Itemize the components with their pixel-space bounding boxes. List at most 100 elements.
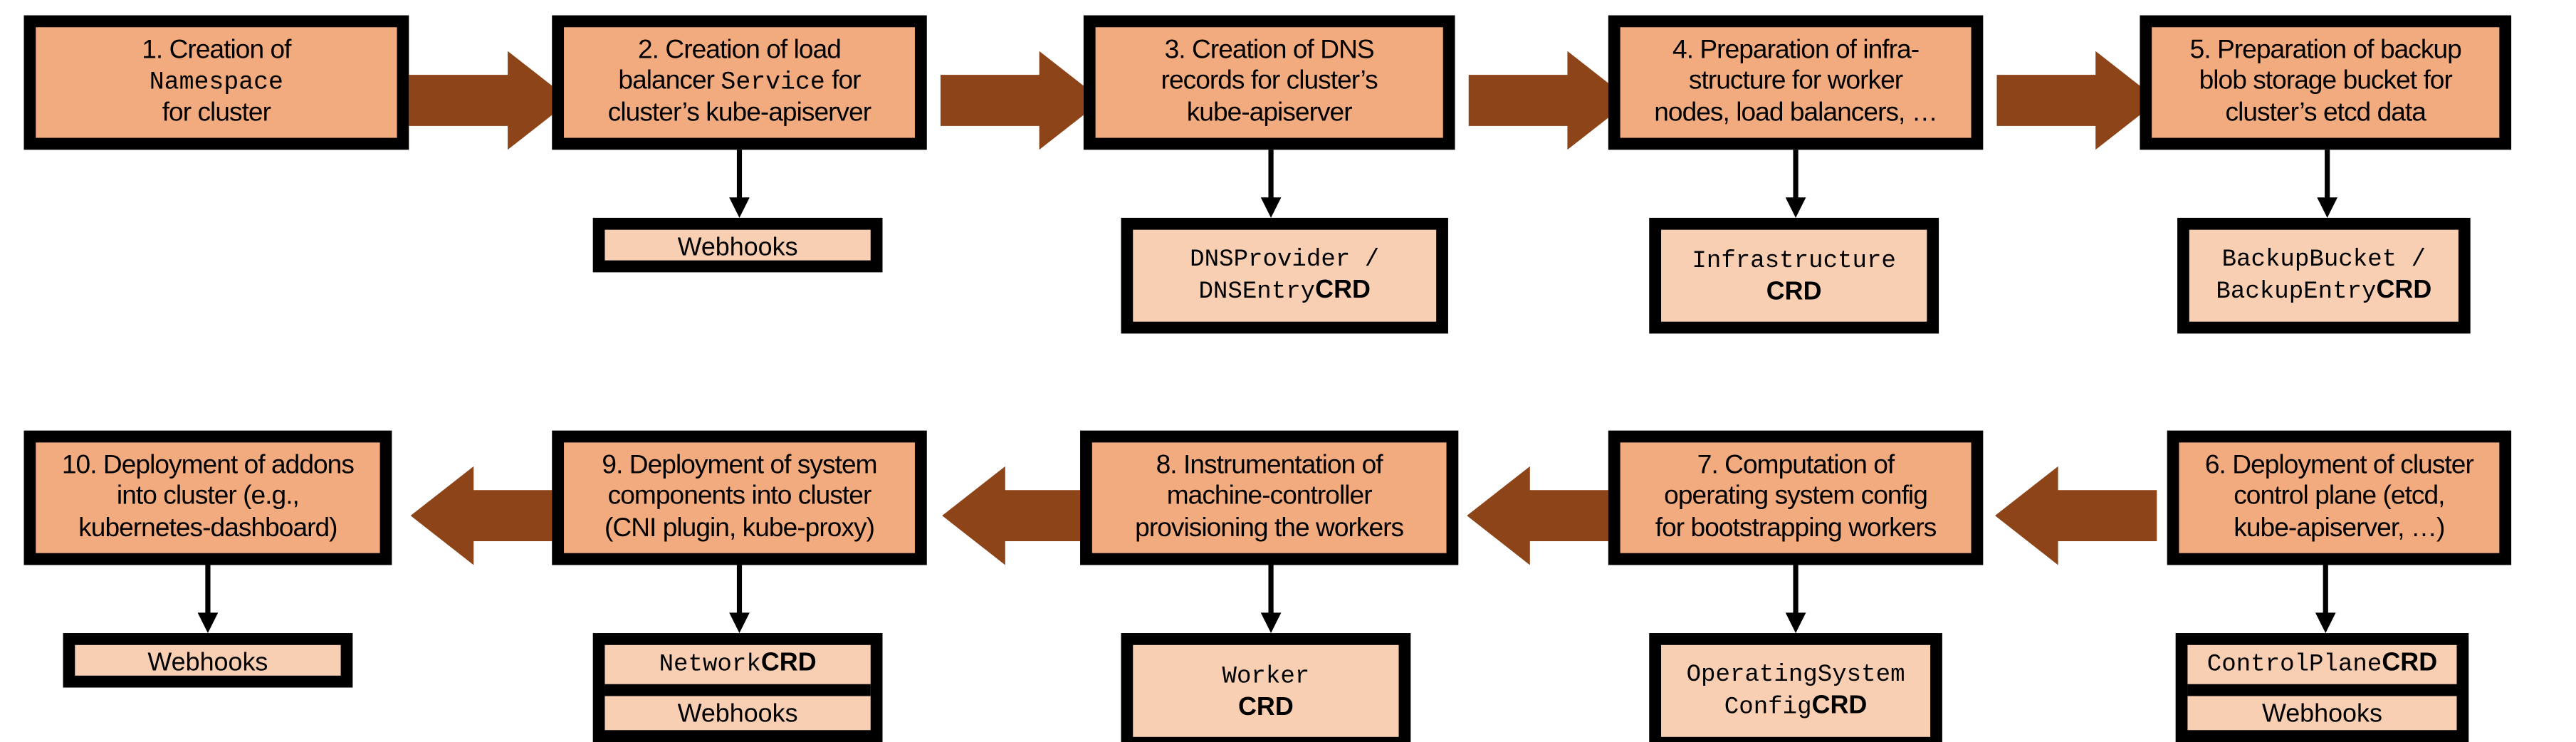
step-3-line-3: kube-apiserver <box>1186 98 1353 127</box>
step-9-text: 9. Deployment of system components into … <box>602 451 877 544</box>
step-7-line-3: for bootstrapping workers <box>1655 513 1937 543</box>
step-5-line-2: blob storage bucket for <box>2199 67 2453 96</box>
step-9-line-2: components into cluster <box>607 482 872 512</box>
resource-osc-line-2b: CRD <box>1811 691 1868 720</box>
step-box-10[interactable]: 10. Deployment of addons into cluster (e… <box>23 430 392 565</box>
resource-cell-dns-crd: DNSProvider / DNSEntryCRD <box>1133 230 1436 322</box>
step-9-line-1: 9. Deployment of system <box>602 451 877 481</box>
step-9-line-3: (CNI plugin, kube-proxy) <box>604 513 875 543</box>
step-2-line-2a: balancer <box>618 66 721 95</box>
resource-box-network-crd[interactable]: NetworkCRD Webhooks <box>592 633 883 742</box>
resource-box-infrastructure-crd[interactable]: Infrastructure CRD <box>1649 217 1939 334</box>
step-box-3[interactable]: 3. Creation of DNS records for cluster’s… <box>1083 15 1455 150</box>
step-4-line-3: nodes, load balancers, … <box>1654 98 1938 127</box>
resource-dns-line-2b: CRD <box>1315 276 1371 305</box>
step-5-line-1: 5. Preparation of backup <box>2189 36 2462 66</box>
flow-arrow-8-to-9 <box>942 466 1104 565</box>
resource-controlplane-label: ControlPlaneCRD <box>2207 649 2437 681</box>
step-2-line-3: cluster’s kube-apiserver <box>607 98 871 128</box>
connector-step4-to-infrastructure-crd <box>1779 150 1813 218</box>
step-2-line-2c: for <box>824 66 861 95</box>
resource-backupbucket-label: BackupBucket / BackupEntryCRD <box>2216 244 2431 308</box>
resource-cell-osc-crd: OperatingSystem ConfigCRD <box>1661 645 1930 737</box>
resource-dns-crd-label: DNSProvider / DNSEntryCRD <box>1190 244 1379 308</box>
step-7-line-1: 7. Computation of <box>1697 451 1895 481</box>
resource-box-webhooks-step2[interactable]: Webhooks <box>592 217 883 273</box>
step-6-text: 6. Deployment of cluster control plane (… <box>2204 451 2474 544</box>
step-4-line-1: 4. Preparation of infra- <box>1672 36 1920 66</box>
step-1-text: 1. Creation of Namespace for cluster <box>142 35 291 130</box>
resource-dns-line-2a: DNSEntry <box>1198 278 1316 307</box>
resource-worker-line-1: Worker <box>1222 663 1310 691</box>
step-box-7[interactable]: 7. Computation of operating system confi… <box>1608 430 1984 565</box>
resource-worker-line-2: CRD <box>1238 691 1294 721</box>
step-box-5[interactable]: 5. Preparation of backup blob storage bu… <box>2140 15 2512 150</box>
step-box-9[interactable]: 9. Deployment of system components into … <box>552 430 927 565</box>
resource-box-worker-crd[interactable]: Worker CRD <box>1121 633 1411 742</box>
resource-network-line-1b: CRD <box>760 648 817 678</box>
flow-arrow-7-to-8 <box>1467 466 1629 565</box>
resource-box-controlplane-crd[interactable]: ControlPlaneCRD Webhooks <box>2175 633 2469 742</box>
step-8-text: 8. Instrumentation of machine-controller… <box>1135 451 1404 544</box>
resource-webhooks-10-label: Webhooks <box>147 648 268 678</box>
resource-backupbucket-line-2a: BackupEntry <box>2216 278 2377 307</box>
resource-box-osc-crd[interactable]: OperatingSystem ConfigCRD <box>1649 633 1942 742</box>
step-2-line-1: 2. Creation of load <box>638 35 842 65</box>
connector-step7-to-osc-crd <box>1779 565 1813 634</box>
resource-cell-webhooks-10: Webhooks <box>75 645 340 682</box>
step-box-4[interactable]: 4. Preparation of infra- structure for w… <box>1608 15 1984 150</box>
resource-network-line-1a: Network <box>659 652 761 679</box>
resource-cell-worker-crd: Worker CRD <box>1133 645 1398 737</box>
step-1-line-1: 1. Creation of <box>142 35 291 65</box>
resource-dns-line-1: DNSProvider / <box>1190 246 1380 275</box>
resource-infrastructure-label: Infrastructure CRD <box>1692 245 1896 307</box>
connector-step5-to-backupbucket-crd <box>2310 150 2345 218</box>
step-7-line-2: operating system config <box>1664 482 1928 512</box>
flow-arrow-3-to-4 <box>1468 51 1630 150</box>
step-6-line-3: kube-apiserver, …) <box>2234 513 2445 543</box>
step-2-line-2b: Service <box>721 69 825 98</box>
step-8-line-3: provisioning the workers <box>1135 513 1404 543</box>
step-5-text: 5. Preparation of backup blob storage bu… <box>2189 36 2462 129</box>
flow-arrow-2-to-3 <box>940 51 1103 150</box>
resource-worker-label: Worker CRD <box>1222 660 1310 722</box>
step-8-line-1: 8. Instrumentation of <box>1156 451 1383 481</box>
step-2-text: 2. Creation of load balancer Service for… <box>608 36 871 130</box>
connector-step6-to-controlplane-crd <box>2308 565 2342 634</box>
resource-cell-backupbucket-crd: BackupBucket / BackupEntryCRD <box>2189 230 2459 322</box>
step-box-2[interactable]: 2. Creation of load balancer Service for… <box>552 15 927 150</box>
step-6-line-2: control plane (etcd, <box>2234 482 2445 512</box>
resource-osc-line-1: OperatingSystem <box>1686 662 1905 690</box>
step-3-line-1: 3. Creation of DNS <box>1164 36 1375 66</box>
step-4-line-2: structure for worker <box>1688 67 1903 96</box>
step-box-1[interactable]: 1. Creation of Namespace for cluster <box>23 15 409 150</box>
step-3-text: 3. Creation of DNS records for cluster’s… <box>1161 36 1378 129</box>
step-7-text: 7. Computation of operating system confi… <box>1655 451 1937 544</box>
step-box-8[interactable]: 8. Instrumentation of machine-controller… <box>1080 430 1459 565</box>
step-1-line-2: Namespace <box>149 69 283 98</box>
resource-network-webhooks-label: Webhooks <box>677 699 798 728</box>
resource-box-dns-crd[interactable]: DNSProvider / DNSEntryCRD <box>1121 217 1448 334</box>
resource-backupbucket-line-1: BackupBucket / <box>2221 246 2426 275</box>
step-10-line-1: 10. Deployment of addons <box>61 451 355 481</box>
resource-box-webhooks-step10[interactable]: Webhooks <box>63 633 353 688</box>
flow-arrow-1-to-2 <box>409 51 571 150</box>
flow-arrow-4-to-5 <box>1996 51 2159 150</box>
resource-infrastructure-line-2: CRD <box>1766 276 1822 306</box>
resource-controlplane-line-1a: ControlPlane <box>2206 652 2382 679</box>
resource-cell-network-webhooks: Webhooks <box>604 684 871 733</box>
step-4-text: 4. Preparation of infra- structure for w… <box>1654 36 1938 129</box>
resource-osc-label: OperatingSystem ConfigCRD <box>1687 659 1905 723</box>
resource-webhooks-label: Webhooks <box>677 233 798 263</box>
resource-cell-network-crd: NetworkCRD <box>604 645 870 684</box>
resource-controlplane-line-1b: CRD <box>2382 648 2438 678</box>
resource-cell-infrastructure-crd: Infrastructure CRD <box>1661 230 1927 322</box>
step-6-line-1: 6. Deployment of cluster <box>2204 451 2474 481</box>
resource-backupbucket-line-2b: CRD <box>2376 276 2432 305</box>
step-10-line-3: kubernetes-dashboard) <box>78 513 337 543</box>
resource-box-backupbucket-crd[interactable]: BackupBucket / BackupEntryCRD <box>2177 217 2471 334</box>
step-box-6[interactable]: 6. Deployment of cluster control plane (… <box>2167 430 2512 565</box>
connector-step3-to-dns-crd <box>1254 150 1288 218</box>
resource-infrastructure-line-1: Infrastructure <box>1692 248 1896 276</box>
